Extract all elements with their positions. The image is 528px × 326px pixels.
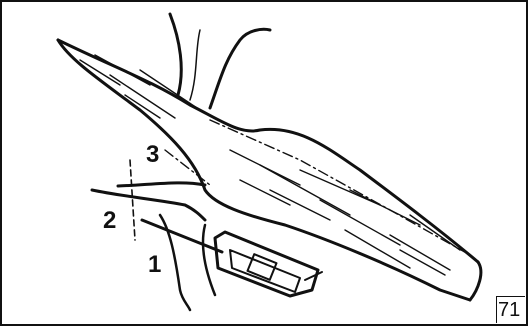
cut-line-2 bbox=[130, 160, 135, 240]
trunk-lower-edge bbox=[58, 40, 470, 300]
figure-number: 71 bbox=[498, 298, 520, 322]
callout-3: 3 bbox=[146, 141, 159, 168]
pole-saw-icon bbox=[215, 232, 322, 296]
trunk-upper-edge bbox=[58, 40, 478, 262]
trunk-end bbox=[470, 262, 481, 300]
saw-bar bbox=[142, 220, 222, 252]
callout-2: 2 bbox=[103, 207, 116, 234]
callout-1: 1 bbox=[148, 251, 161, 278]
cut-line-3 bbox=[165, 120, 470, 255]
upper-branch bbox=[170, 14, 270, 108]
